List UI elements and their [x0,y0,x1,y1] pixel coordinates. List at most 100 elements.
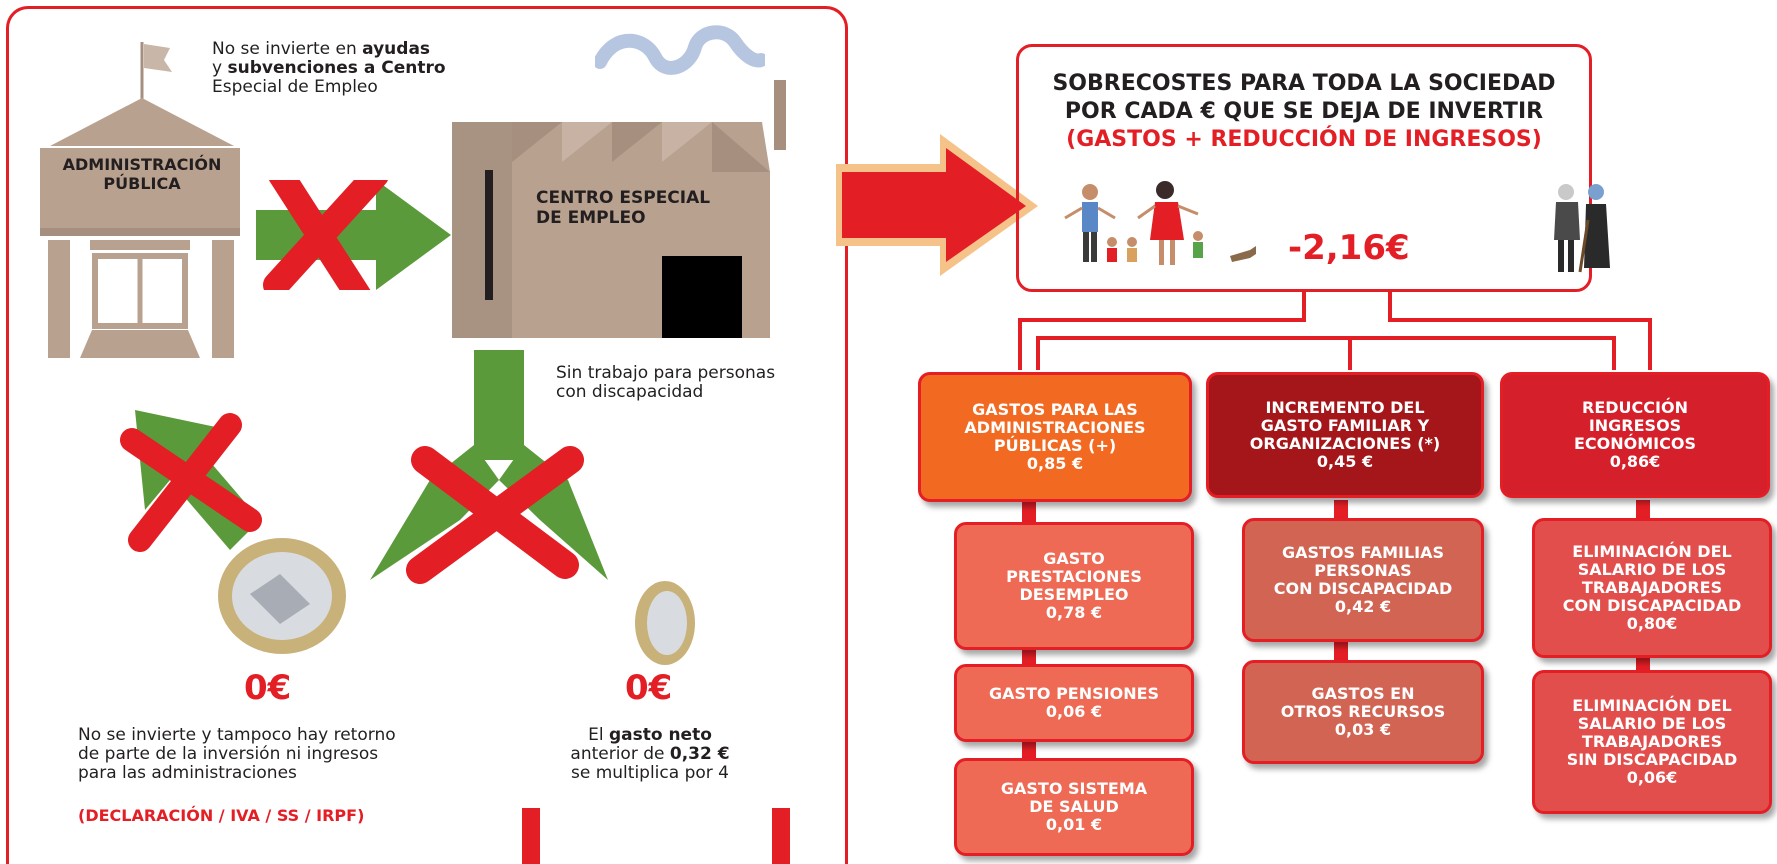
item-title: DESEMPLEO [1019,585,1129,604]
category-value: 0,86€ [1609,452,1661,471]
bottom-marker [522,808,540,864]
item-title: OTROS RECURSOS [1280,702,1446,721]
connector [1636,500,1650,522]
right-note-bold-2: 0,32 € [669,744,730,764]
amount-left: 0€ [244,668,292,708]
connector [1018,318,1306,322]
top-note-text-2: y [212,58,228,78]
item-title: DE SALUD [1029,797,1119,816]
admin-label: ADMINISTRACIÓN [62,155,222,174]
blocked-arrow-icon [256,180,451,290]
item-value: 0,42 € [1334,597,1392,616]
item-salary-disabled: ELIMINACIÓN DEL SALARIO DE LOS TRABAJADO… [1532,518,1772,658]
big-right-arrow-icon [836,134,1038,276]
category-title: INCREMENTO DEL [1265,398,1425,417]
top-note-line3: Especial de Empleo [212,77,378,97]
summary-title-2: POR CADA € QUE SE DEJA DE INVERTIR [1064,99,1544,124]
item-title: SIN DISCAPACIDAD [1566,750,1738,769]
item-title: GASTO [1043,549,1105,568]
no-work-text-2: con discapacidad [556,382,704,402]
tax-note: (DECLARACIÓN / IVA / SS / IRPF) [78,806,365,825]
amount-right: 0€ [625,668,673,708]
item-value: 0,80€ [1626,614,1678,633]
connector [1334,500,1348,522]
bottom-marker [772,808,790,864]
item-title: TRABAJADORES [1581,732,1723,751]
item-title: PRESTACIONES [1006,567,1142,586]
connector [1388,290,1392,320]
smoke-icon [595,25,765,75]
blocked-diagonal-arrow-icon [120,410,262,552]
left-note: No se invierte y tampoco hay retorno [78,725,396,745]
no-work-text: Sin trabajo para personas [556,363,776,383]
factory-label: CENTRO ESPECIAL [536,188,711,208]
split-arrow-icon [370,350,608,584]
connector [1636,656,1650,672]
admin-label-2: PÚBLICA [103,174,181,193]
left-note-3: para las administraciones [78,763,297,783]
item-title: ELIMINACIÓN DEL [1572,696,1732,715]
connector [1302,290,1306,320]
connector [1612,336,1616,370]
top-note-bold: ayudas [362,39,431,59]
connector [1022,648,1036,666]
left-note-2: de parte de la inversión ni ingresos [78,744,379,764]
item-title: ELIMINACIÓN DEL [1572,542,1732,561]
category-title: REDUCCIÓN [1582,398,1688,417]
government-building-icon [40,42,240,358]
right-note: El [588,725,609,745]
connector [1036,336,1616,340]
elderly-couple-icon [1554,184,1610,273]
item-health: GASTO SISTEMA DE SALUD 0,01 € [954,758,1194,856]
connector [1022,500,1036,522]
item-title: GASTOS EN [1311,684,1415,703]
summary-title: SOBRECOSTES PARA TODA LA SOCIEDAD [1052,71,1556,96]
top-note-text: No se invierte en [212,39,363,59]
connector [1348,336,1352,370]
right-note-bold: gasto neto [608,725,712,745]
item-pensions: GASTO PENSIONES 0,06 € [954,664,1194,742]
item-title: SALARIO DE LOS [1577,560,1727,579]
item-value: 0,01 € [1045,815,1103,834]
category-value: 0,45 € [1316,452,1374,471]
factory-icon [452,80,786,338]
category-value: 0,85 € [1026,454,1084,473]
connector [1022,740,1036,760]
item-title: GASTOS FAMILIAS [1281,543,1445,562]
connector [1388,318,1652,322]
right-note-3: se multiplica por 4 [571,763,729,783]
item-title: SALARIO DE LOS [1577,714,1727,733]
category-title: ORGANIZACIONES (*) [1249,434,1441,453]
category-title: ECONÓMICOS [1573,434,1696,453]
category-income: REDUCCIÓN INGRESOS ECONÓMICOS 0,86€ [1500,372,1770,498]
category-title: ADMINISTRACIONES [964,418,1146,437]
item-title: GASTO SISTEMA [1000,779,1148,798]
category-title: GASTO FAMILIAR Y [1260,416,1430,435]
category-public-admin: GASTOS PARA LAS ADMINISTRACIONES PÚBLICA… [918,372,1192,502]
connector [1334,640,1348,662]
family-icon [1064,181,1256,265]
right-note-2: anterior de [570,744,670,764]
item-unemployment: GASTO PRESTACIONES DESEMPLEO 0,78 € [954,522,1194,650]
top-note-bold-2: subvenciones a Centro [227,58,446,78]
item-title: GASTO PENSIONES [988,684,1160,703]
category-title: GASTOS PARA LAS [972,400,1138,419]
euro-coin-small-icon [635,581,695,665]
item-value: 0,06€ [1626,768,1678,787]
euro-coin-icon [218,538,346,654]
category-title: INGRESOS [1588,416,1682,435]
item-title: CON DISCAPACIDAD [1562,596,1742,615]
category-title: PÚBLICAS (+) [993,436,1117,455]
connector [1018,318,1022,370]
connector [1036,336,1040,370]
item-title: CON DISCAPACIDAD [1273,579,1453,598]
item-other-resources: GASTOS EN OTROS RECURSOS 0,03 € [1242,660,1484,764]
item-title: PERSONAS [1314,561,1412,580]
category-family: INCREMENTO DEL GASTO FAMILIAR Y ORGANIZA… [1206,372,1484,498]
item-family-costs: GASTOS FAMILIAS PERSONAS CON DISCAPACIDA… [1242,518,1484,642]
item-salary-nondisabled: ELIMINACIÓN DEL SALARIO DE LOS TRABAJADO… [1532,670,1772,814]
item-value: 0,78 € [1045,603,1103,622]
item-value: 0,06 € [1045,702,1103,721]
item-value: 0,03 € [1334,720,1392,739]
factory-label-2: DE EMPLEO [536,208,646,228]
